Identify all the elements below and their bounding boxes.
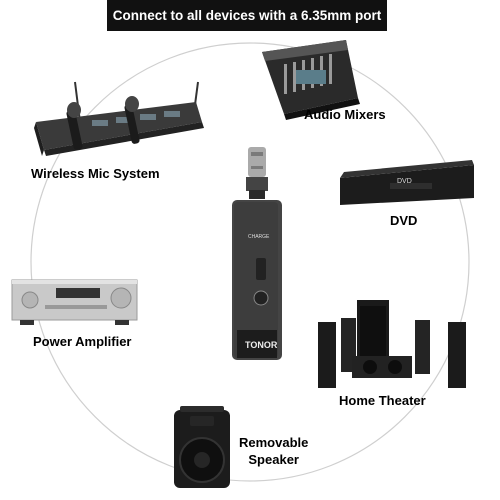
label-dvd: DVD [390,213,418,228]
label-power-amplifier: Power Amplifier [33,334,132,349]
label-home-theater: Home Theater [339,393,426,408]
banner: Connect to all devices with a 6.35mm por… [107,0,387,31]
dvd-logo-text: DVD [397,178,412,185]
connection-circle [30,42,470,482]
transmitter-brand-text: TONOR [245,340,278,350]
transmitter-charge-text: CHARGE [248,234,270,240]
label-removable-speaker: Removable Speaker [239,434,308,468]
audio-mixer-image [262,40,360,120]
dvd-player-image: DVD [340,160,474,205]
label-audio-mixers: Audio Mixers [304,107,386,122]
speaker-image [174,406,230,488]
transmitter-image: CHARGE TONOR [232,147,282,360]
home-theater-image [318,300,466,388]
label-removable-speaker-line1: Removable [239,435,309,450]
power-amplifier-image [11,279,138,325]
wireless-mic-image [34,81,204,156]
banner-text: Connect to all devices with a 6.35mm por… [112,8,382,23]
label-removable-speaker-line2: Speaker [248,452,299,467]
label-wireless-mic-system: Wireless Mic System [31,166,160,181]
